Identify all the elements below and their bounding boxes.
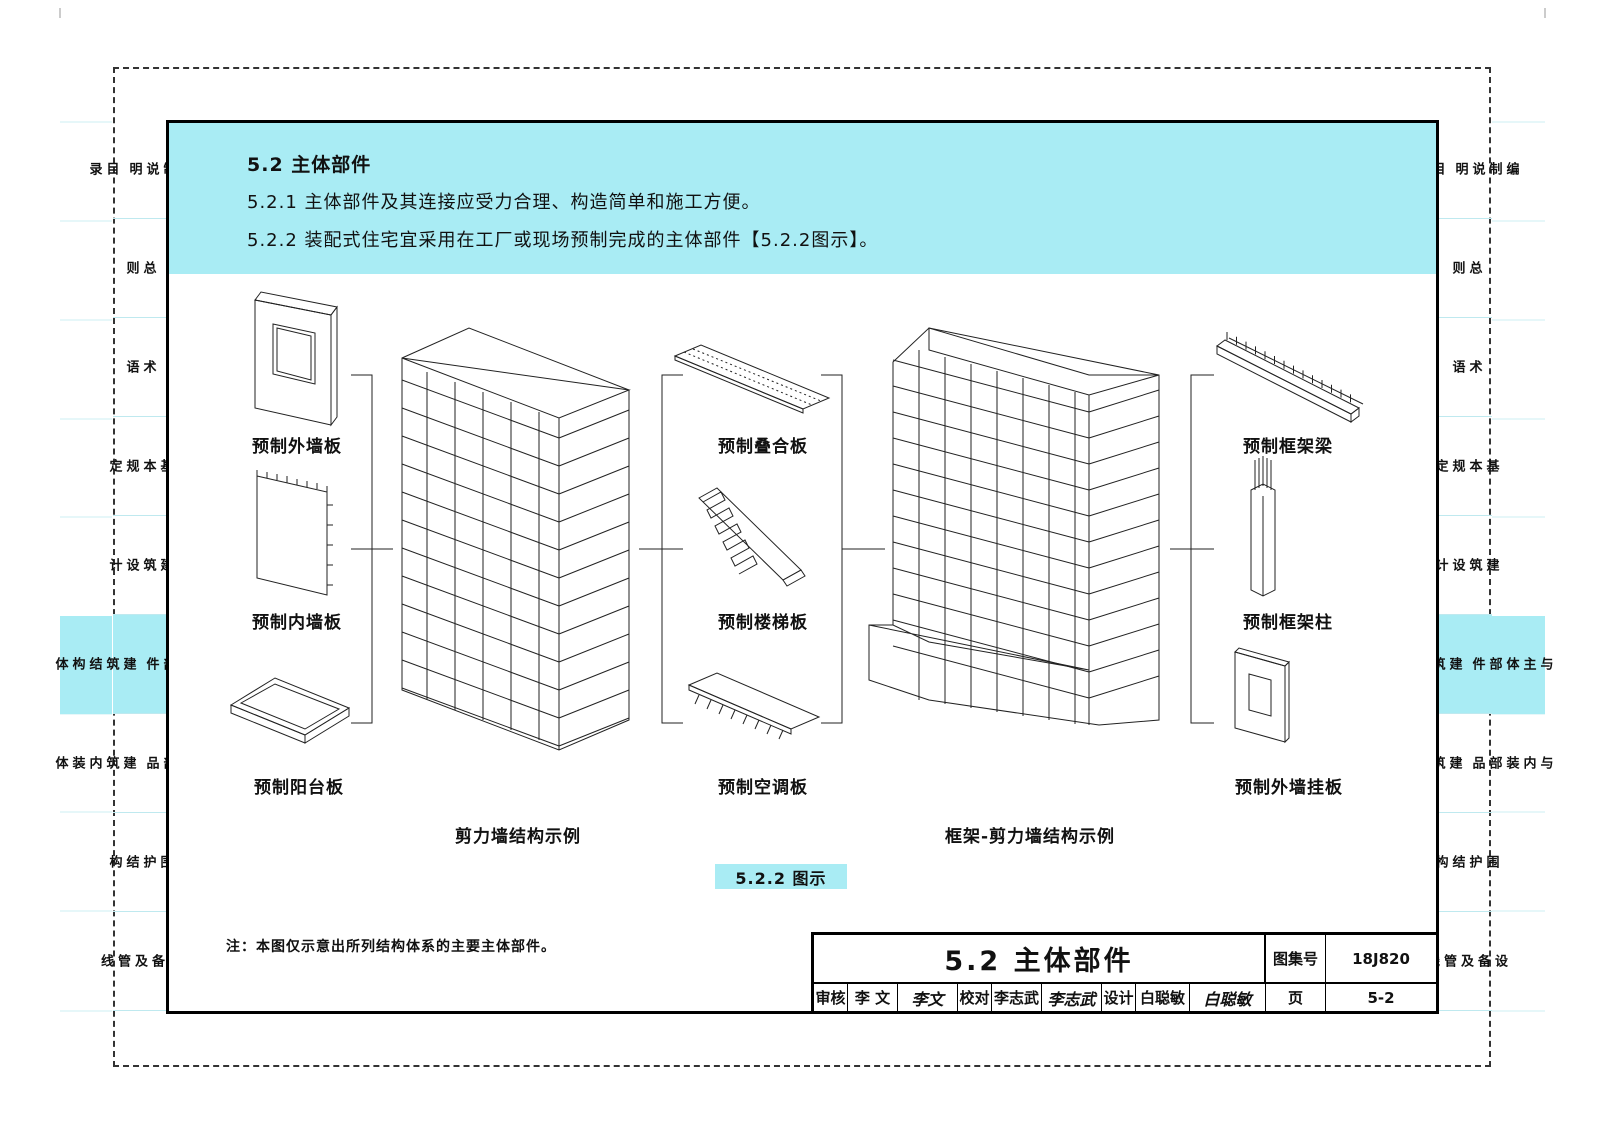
side-tab-label: 编 制 说 明 <box>1452 162 1519 176</box>
title-block-title: 5.2 主体部件 <box>814 935 1266 982</box>
components-illustration <box>229 291 1364 751</box>
shear-wall-building-drawing <box>401 327 631 751</box>
precast-exterior-hanging-panel-drawing <box>1234 647 1290 744</box>
side-tab-terms[interactable]: 术 语 <box>113 318 166 417</box>
title-block-signoff-row: 审核 李 文 李文 校对 李志武 李志武 设计 白聪敏 白聪敏 页 5-2 <box>814 982 1436 1011</box>
side-tab-arch-design[interactable]: 建 筑 设 计 <box>1433 516 1499 615</box>
page-label: 页 <box>1266 984 1326 1011</box>
review-label: 审核 <box>814 984 848 1011</box>
precast-ac-slab-drawing <box>687 672 821 740</box>
precast-balcony-drawing <box>229 677 351 744</box>
checker-name: 李志武 <box>992 984 1042 1011</box>
label-ext-wall: 预制外墙板 <box>252 437 342 457</box>
check-label: 校对 <box>958 984 992 1011</box>
caption-frame-shear-wall: 框架-剪力墙结构示例 <box>945 827 1116 847</box>
right-group-bracket <box>1170 374 1214 724</box>
side-tab-label: 围 护 结 构 <box>106 855 173 869</box>
side-tab-label: 围 护 结 构 <box>1432 855 1499 869</box>
side-tab-label: 与 主 体 部 件 <box>1469 657 1553 671</box>
reviewer-signature: 李文 <box>898 984 958 1011</box>
side-tab-general[interactable]: 总 则 <box>113 219 166 318</box>
frame-shear-wall-building-drawing <box>868 327 1160 726</box>
side-tab-interior[interactable]: 建 筑 内 装 体 与 内 装 部 品 <box>1379 714 1553 813</box>
title-block: 5.2 主体部件 图集号 18J820 审核 李 文 李文 校对 李志武 李志武… <box>811 932 1436 1011</box>
page-number: 5-2 <box>1367 988 1395 1007</box>
left-group-bracket <box>351 374 393 724</box>
precast-frame-beam-drawing <box>1216 332 1364 423</box>
side-tab-label: 建 筑 结 构 体 <box>52 657 136 671</box>
checker-signature: 李志武 <box>1042 984 1102 1011</box>
side-tab-label: 目 录 <box>86 162 119 176</box>
precast-exterior-wall-drawing <box>254 291 338 427</box>
label-int-wall: 预制内墙板 <box>252 613 342 633</box>
atlas-label: 图集号 <box>1266 935 1326 982</box>
side-tab-label: 基 本 规 定 <box>106 459 173 473</box>
precast-stair-drawing <box>698 487 806 587</box>
side-tab-label: 建 筑 设 计 <box>106 558 173 572</box>
label-composite-slab: 预制叠合板 <box>718 437 808 457</box>
side-tab-label: 术 语 <box>123 360 156 374</box>
reviewer-name: 李 文 <box>848 984 898 1011</box>
side-tab-basic-rules[interactable]: 基 本 规 定 <box>107 417 173 516</box>
caption-shear-wall: 剪力墙结构示例 <box>455 827 581 847</box>
label-frame-column: 预制框架柱 <box>1243 613 1333 633</box>
side-tab-terms[interactable]: 术 语 <box>1439 318 1492 417</box>
side-tab-equipment[interactable]: 设 备 及 管 线 <box>98 912 181 1011</box>
clause-5-2-1: 5.2.1 主体部件及其连接应受力合理、构造简单和施工方便。 <box>247 192 761 213</box>
label-ext-hanging-panel: 预制外墙挂板 <box>1235 778 1343 798</box>
side-tab-general[interactable]: 总 则 <box>1439 219 1492 318</box>
middle-right-bracket <box>821 374 885 724</box>
side-tab-structure[interactable]: 建 筑 结 构 体 与 主 体 部 件 <box>53 615 227 714</box>
side-tab-equipment[interactable]: 设 备 及 管 线 <box>1424 912 1507 1011</box>
designer-name: 白聪敏 <box>1136 984 1190 1011</box>
precast-frame-column-drawing <box>1250 456 1276 597</box>
side-tab-label: 术 语 <box>1449 360 1482 374</box>
precast-interior-wall-drawing <box>256 470 333 596</box>
side-tab-contents[interactable]: 目 录 编 制 说 明 <box>1413 120 1519 219</box>
side-tab-basic-rules[interactable]: 基 本 规 定 <box>1433 417 1499 516</box>
side-tab-label: 与 内 装 部 品 <box>1469 756 1553 770</box>
label-frame-beam: 预制框架梁 <box>1243 437 1333 457</box>
side-tab-label: 总 则 <box>1449 261 1482 275</box>
side-tab-label: 总 则 <box>123 261 156 275</box>
outer-dashed-border <box>113 67 1491 1067</box>
note: 注：本图仅示意出所列结构体系的主要主体部件。 <box>226 939 556 955</box>
header-band <box>169 123 1436 274</box>
side-tab-label: 建 筑 内 装 体 <box>52 756 136 770</box>
section-heading: 5.2 主体部件 <box>247 154 372 176</box>
precast-composite-slab-drawing <box>673 344 831 414</box>
label-ac-slab: 预制空调板 <box>718 778 808 798</box>
side-tab-contents[interactable]: 目 录 编 制 说 明 <box>87 120 193 219</box>
side-tab-enclosure[interactable]: 围 护 结 构 <box>107 813 173 912</box>
label-stair: 预制楼梯板 <box>718 613 808 633</box>
side-tab-interior[interactable]: 建 筑 内 装 体 与 内 装 部 品 <box>53 714 227 813</box>
figure-label: 5.2.2 图示 <box>715 864 847 889</box>
middle-left-bracket <box>639 374 683 724</box>
design-label: 设计 <box>1102 984 1136 1011</box>
designer-signature: 白聪敏 <box>1190 984 1266 1011</box>
label-balcony: 预制阳台板 <box>254 778 344 798</box>
side-tab-label: 基 本 规 定 <box>1432 459 1499 473</box>
side-tab-arch-design[interactable]: 建 筑 设 计 <box>107 516 173 615</box>
side-tab-enclosure[interactable]: 围 护 结 构 <box>1433 813 1499 912</box>
side-tab-label: 建 筑 设 计 <box>1432 558 1499 572</box>
atlas-number: 18J820 <box>1352 949 1410 968</box>
side-tab-structure[interactable]: 建 筑 结 构 体 与 主 体 部 件 <box>1379 615 1553 714</box>
clause-5-2-2: 5.2.2 装配式住宅宜采用在工厂或现场预制完成的主体部件【5.2.2图示】。 <box>247 230 879 251</box>
